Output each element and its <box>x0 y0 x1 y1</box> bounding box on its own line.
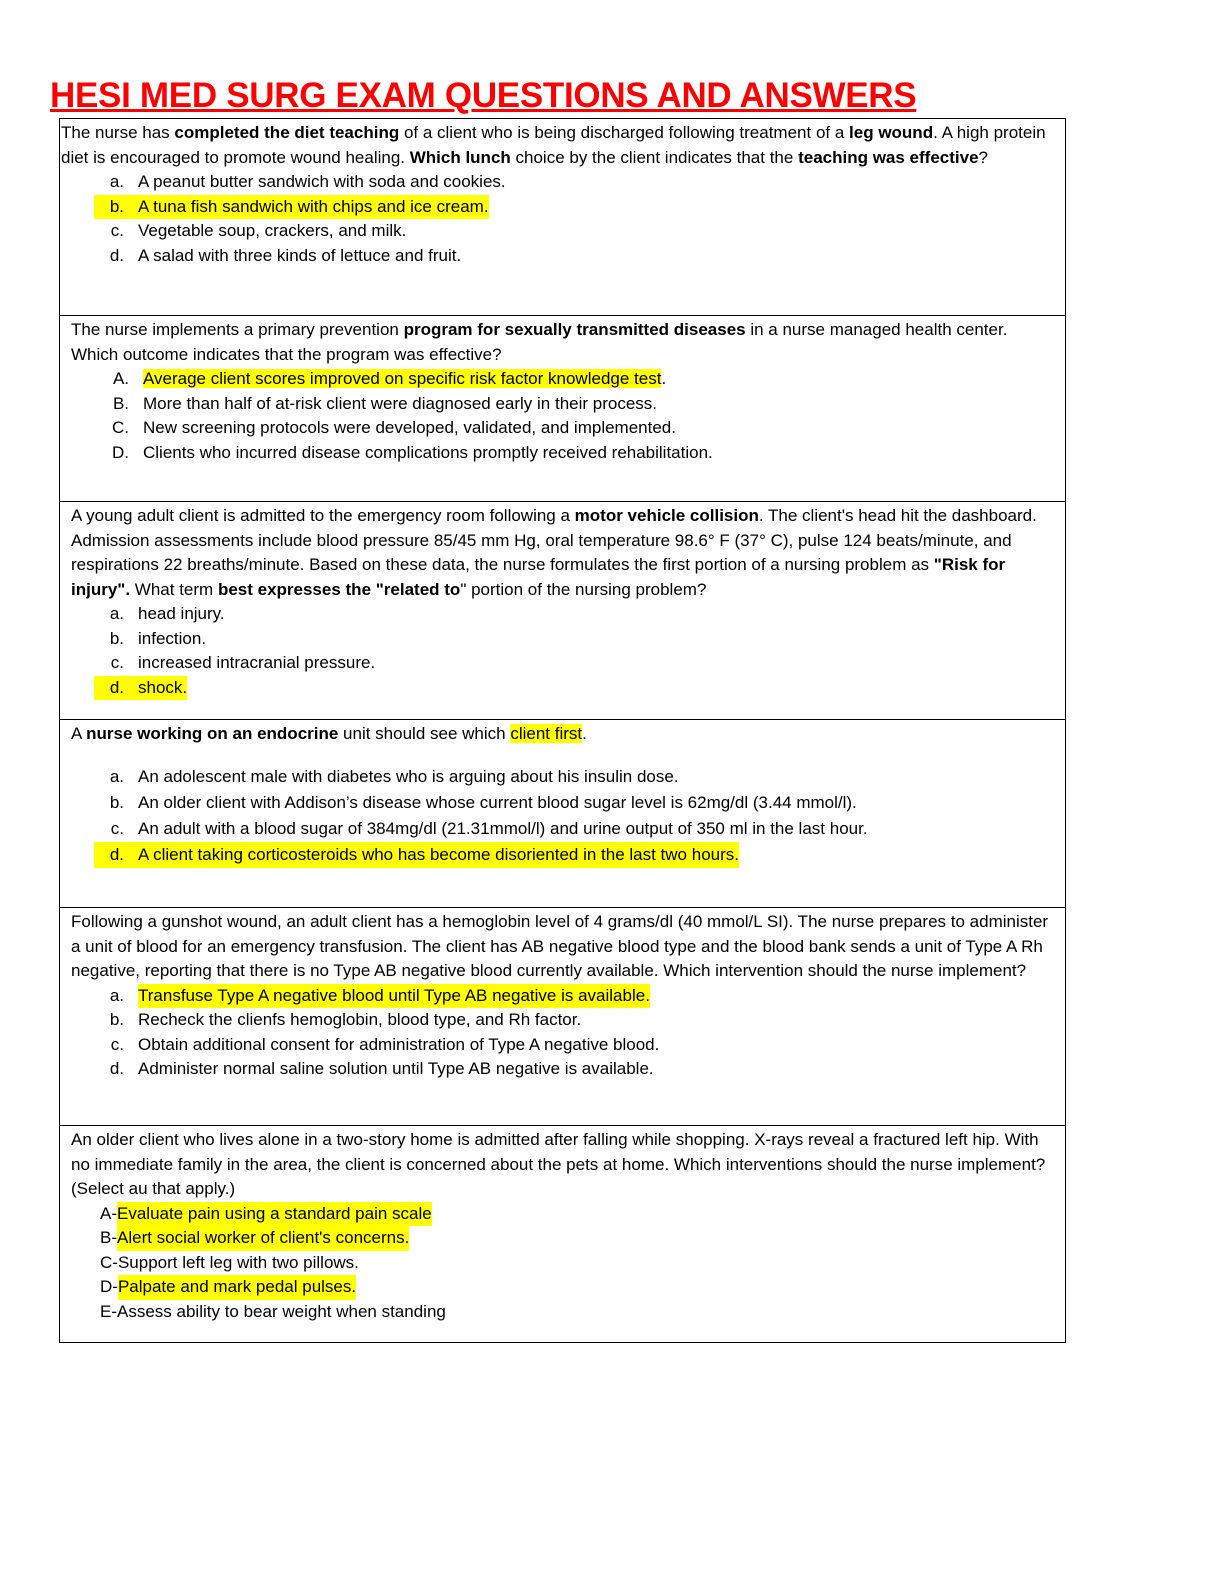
option-c: c.An adult with a blood sugar of 384mg/d… <box>110 818 868 838</box>
question-3-stem: A young adult client is admitted to the … <box>71 506 1037 599</box>
option-c: c.Vegetable soup, crackers, and milk. <box>110 221 407 240</box>
option-d-correct: d.shock. <box>94 675 1057 700</box>
question-4-stem: A nurse working on an endocrine unit sho… <box>71 724 587 743</box>
option-E: E-Assess ability to bear weight when sta… <box>100 1301 446 1321</box>
question-6: An older client who lives alone in a two… <box>60 1125 1065 1342</box>
option-C: C-Support left leg with two pillows. <box>100 1252 359 1272</box>
option-a: a.head injury. <box>109 604 225 623</box>
question-4-options: a.An adolescent male with diabetes who i… <box>71 764 1057 868</box>
option-c: c.increased intracranial pressure. <box>110 653 376 672</box>
option-b: b.Recheck the clienfs hemoglobin, blood … <box>109 1010 582 1029</box>
option-a: a.A peanut butter sandwich with soda and… <box>109 172 506 191</box>
question-1-options: a.A peanut butter sandwich with soda and… <box>61 170 1057 268</box>
questions-table: The nurse has completed the diet teachin… <box>59 118 1066 1343</box>
option-A-correct: A-Evaluate pain using a standard pain sc… <box>100 1201 1057 1226</box>
option-a-correct: a.Transfuse Type A negative blood until … <box>94 983 1057 1008</box>
question-5-stem: Following a gunshot wound, an adult clie… <box>71 912 1049 980</box>
option-B-correct: B-Alert social worker of client's concer… <box>100 1226 1057 1251</box>
question-5: Following a gunshot wound, an adult clie… <box>60 907 1065 1125</box>
question-3: A young adult client is admitted to the … <box>60 501 1065 719</box>
option-b-correct: b.A tuna fish sandwich with chips and ic… <box>94 194 1057 219</box>
question-1: The nurse has completed the diet teachin… <box>60 119 1065 315</box>
option-D-correct: D-Palpate and mark pedal pulses. <box>100 1275 1057 1300</box>
question-4: A nurse working on an endocrine unit sho… <box>60 719 1065 907</box>
question-2-stem: The nurse implements a primary preventio… <box>71 320 1008 364</box>
question-6-stem: An older client who lives alone in a two… <box>71 1130 1046 1198</box>
question-1-stem: The nurse has completed the diet teachin… <box>61 123 1046 167</box>
question-3-options: a.head injury. b.infection. c.increased … <box>71 602 1057 700</box>
option-a: a.An adolescent male with diabetes who i… <box>109 766 679 786</box>
option-C: C.New screening protocols were developed… <box>112 418 676 437</box>
option-D: D.Clients who incurred disease complicat… <box>112 442 713 462</box>
question-6-options: A-Evaluate pain using a standard pain sc… <box>71 1201 1057 1325</box>
option-d: d.Administer normal saline solution unti… <box>109 1059 654 1078</box>
question-5-options: a.Transfuse Type A negative blood until … <box>71 983 1057 1082</box>
option-b: b.infection. <box>109 628 207 648</box>
option-d-correct: d.A client taking corticosteroids who ha… <box>94 841 1057 868</box>
option-B: B.More than half of at-risk client were … <box>112 393 658 413</box>
question-2: The nurse implements a primary preventio… <box>60 315 1065 501</box>
option-A-correct: A.Average client scores improved on spec… <box>112 369 667 388</box>
page-title: HESI MED SURG EXAM QUESTIONS AND ANSWERS <box>50 76 917 115</box>
option-b: b.An older client with Addison’s disease… <box>109 792 857 812</box>
option-d: d.A salad with three kinds of lettuce an… <box>109 245 462 265</box>
option-c: c.Obtain additional consent for administ… <box>110 1034 660 1054</box>
question-2-options: A.Average client scores improved on spec… <box>71 367 1057 465</box>
